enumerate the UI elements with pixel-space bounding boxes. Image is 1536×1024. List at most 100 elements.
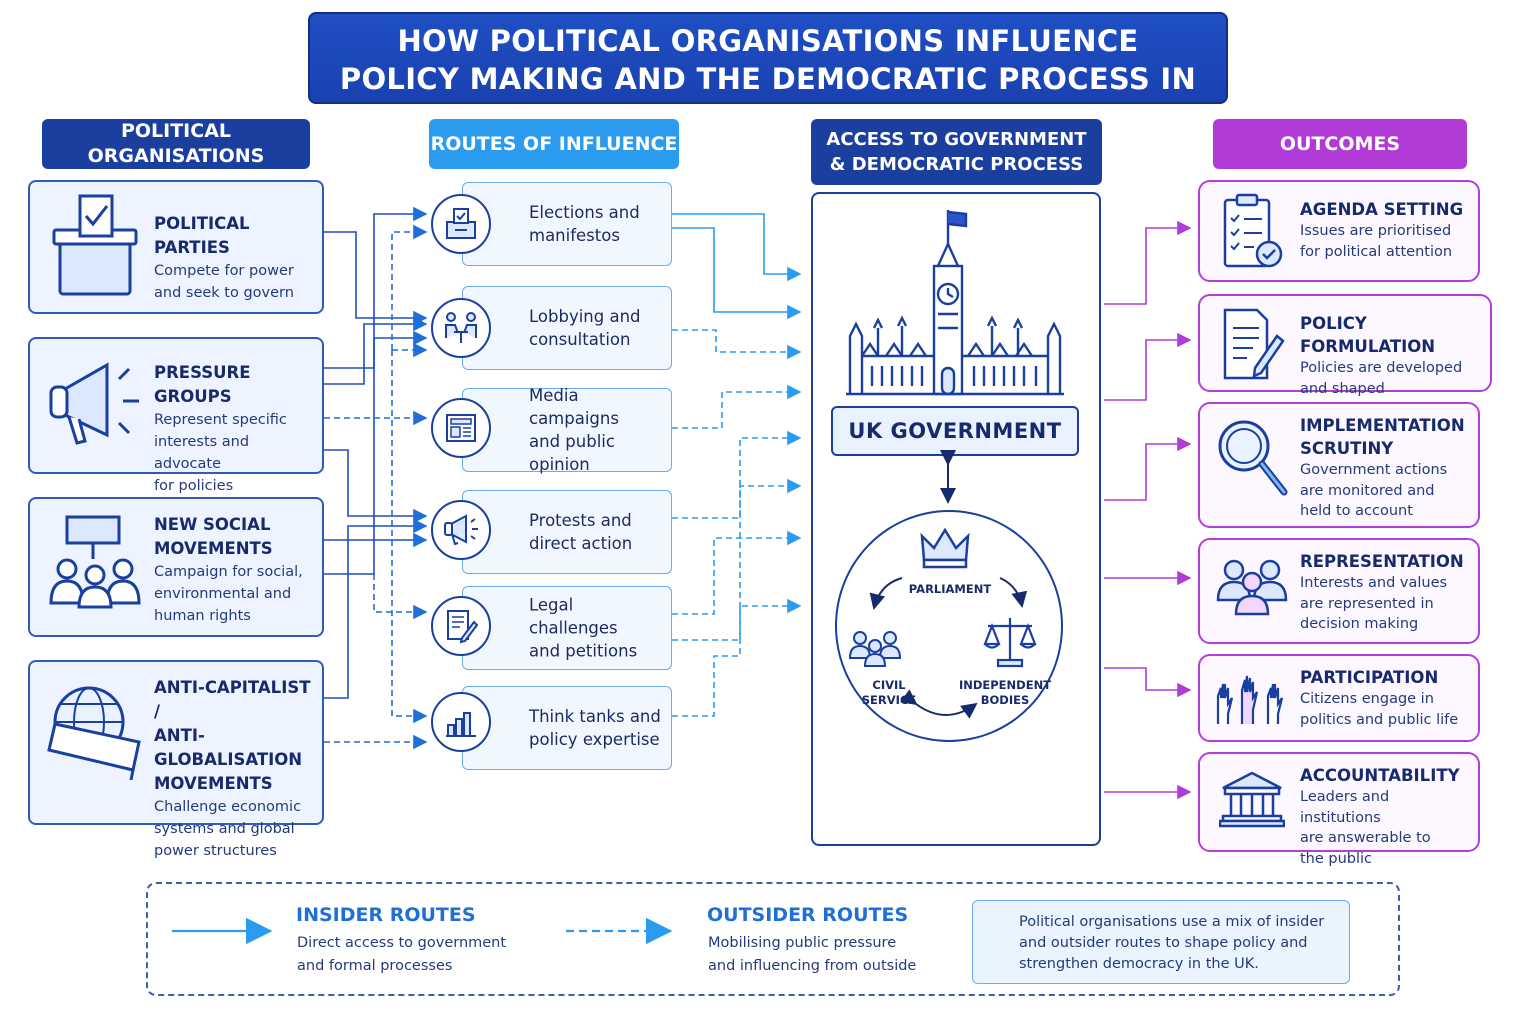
institution-icon [1212,770,1292,828]
raised-hands-icon [1212,674,1292,726]
newspaper-icon [431,398,491,458]
outcome-title: SCRUTINY [1300,439,1394,458]
outcome-line [1104,220,1192,305]
route-label: Protests and [529,511,632,530]
independent-bodies-line: BODIES [980,693,1030,707]
megaphone-icon [431,500,491,560]
route-label: Media campaigns [529,386,619,428]
outcome-title: IMPLEMENTATION [1300,416,1465,435]
outcome-desc: Leaders and institutions [1300,789,1390,826]
org-desc: systems and global [154,821,295,837]
legend-desc-line: Direct access to government [297,935,507,951]
legend-desc-line: and influencing from outside [708,958,917,974]
legend-desc-line: and formal processes [297,958,453,974]
route-label: Legal challenges [529,595,618,638]
route-label: direct action [529,534,633,553]
outcome-title: ACCOUNTABILITY [1300,766,1460,785]
ballot-box-icon [40,194,150,298]
org-desc: Campaign for social, [154,564,303,580]
org-title: POLITICAL PARTIES [154,214,250,257]
parliament-building-icon [842,206,1068,402]
government-cycle-diagram [835,510,1063,742]
outcome-line [1104,667,1192,698]
outsider-line [391,350,428,724]
bar-chart-icon [431,692,491,752]
route-label: policy expertise [529,730,660,749]
outsider-routes-desc: Mobilising public pressure and influenci… [708,932,916,978]
org-political-parties: POLITICAL PARTIES Compete for power and … [28,180,324,314]
outcome-agenda-setting: AGENDA SETTING Issues are prioritised fo… [1198,180,1480,282]
magnifier-icon [1212,416,1292,500]
ballot-box-icon [431,194,491,254]
outcome-representation: REPRESENTATION Interests and values are … [1198,538,1480,644]
route-lobbying: Lobbying and consultation [462,286,672,370]
org-new-social-movements: NEW SOCIAL MOVEMENTS Campaign for social… [28,497,324,637]
insider-line [324,206,428,369]
route-label: Lobbying and [529,307,641,326]
access-header-line-1: ACCESS TO GOVERNMENT [826,129,1087,150]
insider-line [672,227,802,320]
outcome-line [1104,332,1192,401]
people-icon [1212,556,1292,618]
org-desc: and seek to govern [154,285,294,301]
outcome-desc: and shaped [1300,380,1385,397]
meeting-icon [431,298,491,358]
outcome-desc: Issues are prioritised [1300,223,1452,239]
civil-service-label: CIVIL SERVICE [861,678,917,707]
org-desc: Represent specific [154,412,287,428]
people-icon [848,626,902,674]
org-desc: human rights [154,608,251,624]
outsider-line [391,224,428,350]
note-line: strengthen democracy in the UK. [1019,956,1259,972]
scales-icon [982,614,1038,672]
outcome-desc: are represented in [1300,595,1434,612]
org-anti-capitalist-movements: ANTI-CAPITALIST / ANTI-GLOBALISATION MOV… [28,660,324,859]
insider-line [324,231,428,326]
insider-routes-desc: Direct access to government and formal p… [297,932,506,978]
column-header-access: ACCESS TO GOVERNMENT & DEMOCRATIC PROCESS [811,119,1102,185]
route-label: and petitions [529,641,638,661]
org-desc: Challenge economic [154,799,302,815]
insider-line [324,518,428,699]
insider-line [324,330,428,575]
insider-routes-title: INSIDER ROUTES [296,904,476,926]
summary-note: Political organisations use a mix of ins… [972,900,1350,984]
outsider-line [672,598,802,717]
outsider-line [672,329,802,360]
route-label: and public opinion [529,432,615,474]
outcome-desc: politics and public life [1300,711,1459,728]
column-header-routes: ROUTES OF INFLUENCE [429,119,679,169]
page-title: HOW POLITICAL ORGANISATIONS INFLUENCE PO… [308,12,1228,134]
legend-desc-line: Mobilising public pressure [708,935,897,951]
route-label: Think tanks and [529,707,661,726]
note-line: and outsider routes to shape policy and [1019,935,1308,951]
outcome-desc: held to account [1300,503,1413,519]
globe-banner-icon [40,684,150,780]
org-title: MOVEMENTS [154,774,273,793]
route-label: manifestos [529,226,620,245]
org-title: ANTI-CAPITALIST / [154,678,311,721]
note-line: Political organisations use a mix of ins… [1019,914,1325,930]
org-title: ANTI-GLOBALISATION [154,726,303,769]
route-label: consultation [529,330,631,349]
outsider-routes-title: OUTSIDER ROUTES [707,904,909,926]
outcome-desc: are monitored and [1300,482,1435,499]
org-pressure-groups: PRESSURE GROUPS Represent specific inter… [28,337,324,494]
access-header-line-2: & DEMOCRATIC PROCESS [829,154,1084,175]
outcome-line [1104,436,1192,501]
outcome-desc: Government actions [1300,462,1448,478]
insider-line [672,213,802,282]
org-desc: for policies [154,478,234,494]
route-think-tanks: Think tanks and policy expertise [462,686,672,770]
parliament-label: PARLIAMENT [908,582,992,596]
title-line-2: POLICY MAKING AND THE DEMOCRATIC PROCESS… [339,62,1197,134]
outcome-desc: the public [1300,850,1373,867]
org-title: MOVEMENTS [154,539,273,558]
document-pen-icon [431,596,491,656]
document-pen-icon [1212,306,1292,382]
route-protests: Protests and direct action [462,490,672,574]
independent-bodies-label: INDEPENDENT BODIES [958,678,1052,708]
insider-line [324,449,428,524]
